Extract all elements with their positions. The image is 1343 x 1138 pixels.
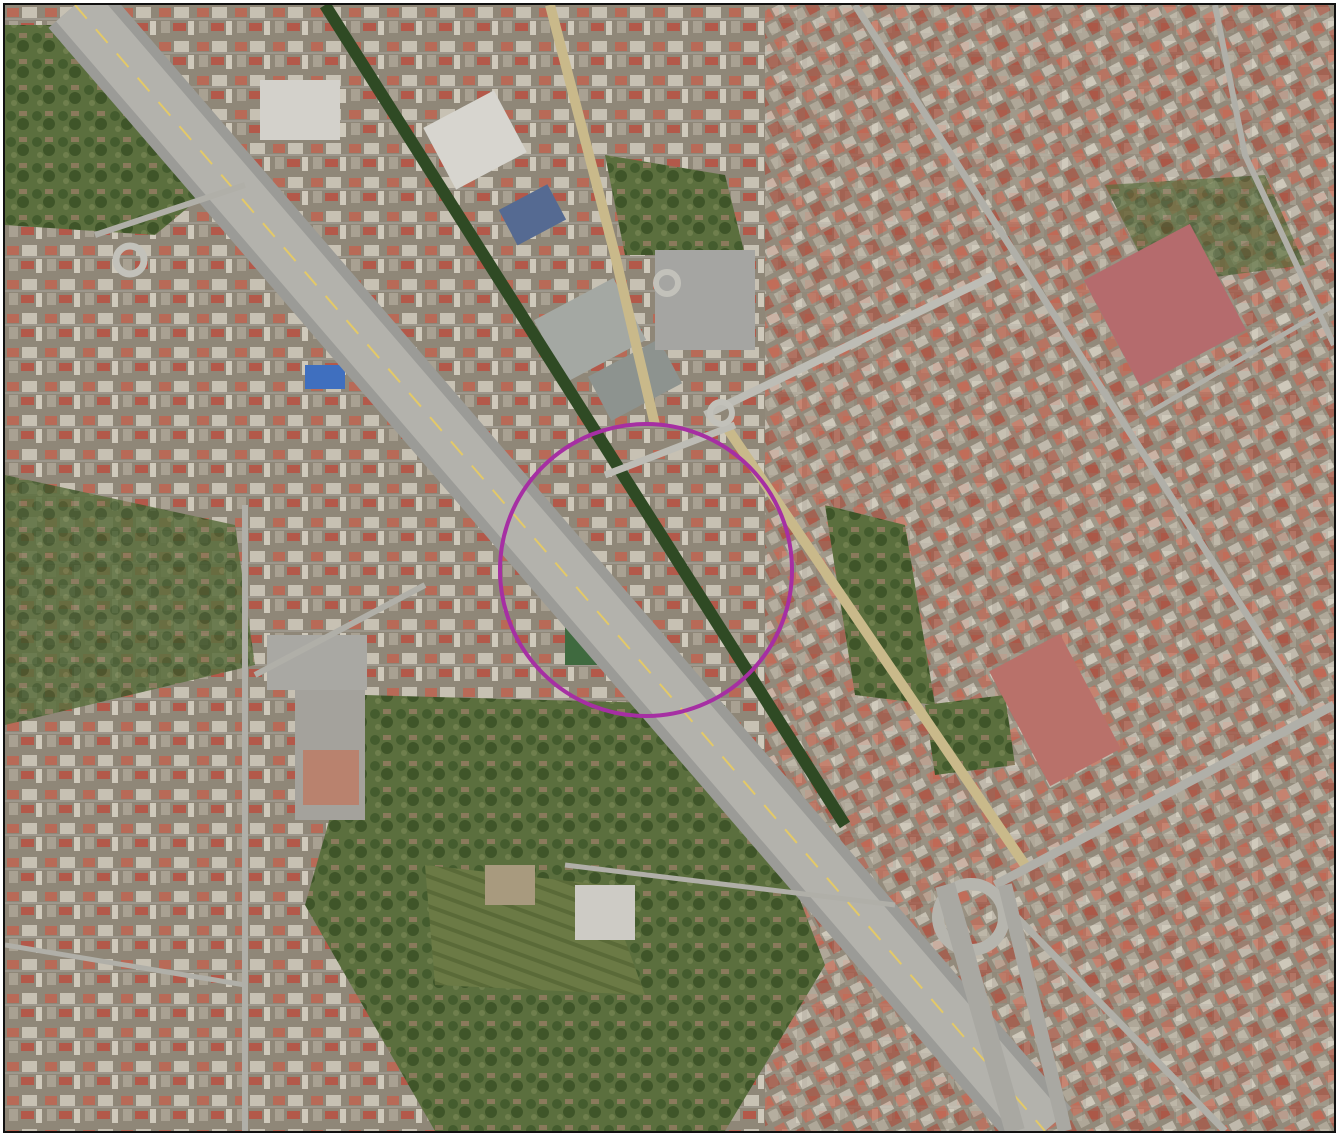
roundabout-small xyxy=(112,242,148,278)
road xyxy=(5,942,246,988)
solar-roof xyxy=(305,365,345,389)
road xyxy=(564,862,896,908)
road xyxy=(603,421,737,479)
road xyxy=(992,701,1334,889)
tree-line xyxy=(319,5,851,829)
road xyxy=(253,582,427,678)
green-area-central-east xyxy=(825,505,935,705)
roundabout-small xyxy=(653,269,681,297)
building-roof xyxy=(989,633,1121,787)
road xyxy=(703,271,997,419)
building-roof xyxy=(260,80,340,140)
green-area-north xyxy=(605,155,745,255)
rail-corridor xyxy=(545,5,660,427)
highway-marking xyxy=(74,5,1046,1131)
green-area-west xyxy=(5,475,255,725)
road xyxy=(1212,5,1334,347)
building-roof xyxy=(587,339,683,421)
building-roof xyxy=(533,277,647,383)
building-roof xyxy=(575,885,635,940)
building-roof xyxy=(1083,223,1247,387)
highway-ramp xyxy=(998,883,1072,1131)
road xyxy=(1143,302,1334,418)
building-roof xyxy=(423,90,527,190)
building-roof xyxy=(303,750,359,805)
road xyxy=(852,5,1308,707)
road xyxy=(1002,902,1228,1131)
roundabout-small xyxy=(707,399,735,427)
building-roof xyxy=(485,865,535,905)
solar-roof xyxy=(498,184,567,246)
satellite-map[interactable] xyxy=(5,5,1334,1131)
green-area-northwest xyxy=(5,25,215,235)
road xyxy=(94,182,246,238)
highway-ramp xyxy=(935,882,1025,1131)
highlight-circle xyxy=(498,422,794,718)
parking-lot xyxy=(655,250,755,350)
map-frame xyxy=(3,3,1336,1133)
